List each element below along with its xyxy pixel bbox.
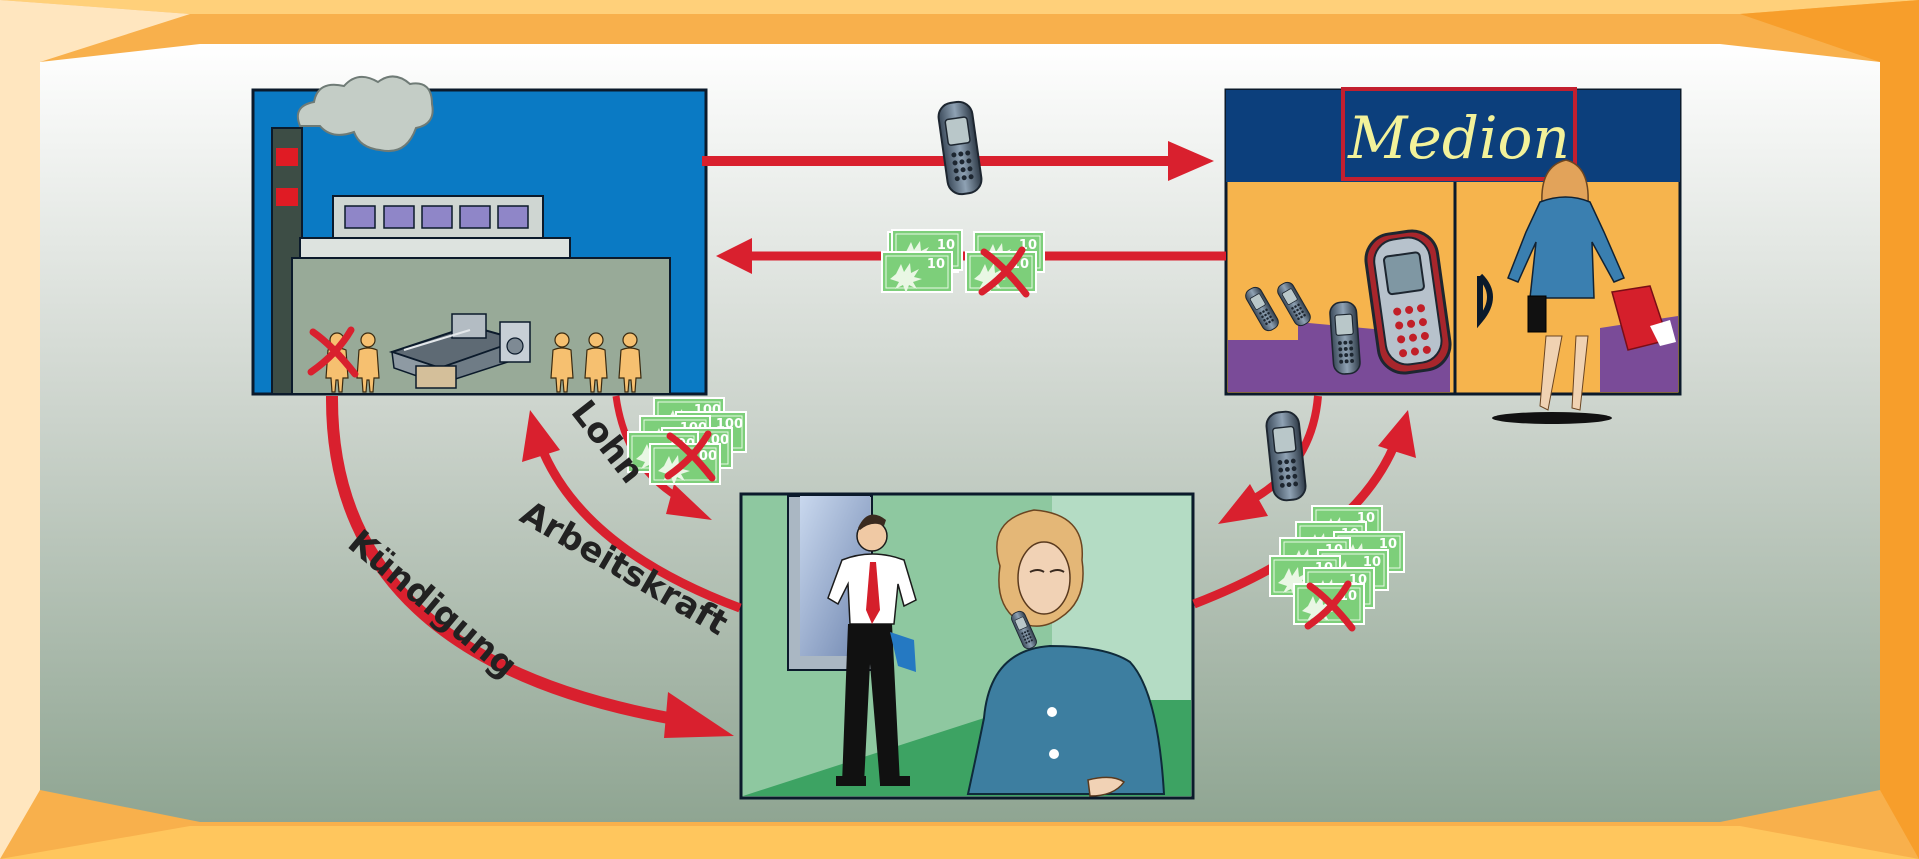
svg-text:10: 10 (1363, 555, 1381, 570)
dismissal-arrow (325, 395, 682, 726)
shop-sign: Medion (1347, 104, 1570, 172)
banknote-stack: 10 10 10 10 (881, 229, 1045, 294)
shopper-icon (1492, 159, 1676, 424)
shop-goods-arrow-head (1218, 484, 1268, 524)
banknote-icon: 10 (1333, 531, 1405, 574)
smoke-icon (296, 75, 434, 152)
factory (251, 75, 708, 396)
banknote-icon: 10 (881, 251, 953, 294)
woman-on-phone-icon (966, 509, 1166, 797)
household-payment-arrow-head (1378, 410, 1416, 458)
svg-text:10: 10 (1379, 537, 1397, 552)
dismissal-arrow-head (664, 692, 734, 738)
wage-arrow-head (666, 484, 712, 520)
svg-text:10: 10 (927, 257, 945, 272)
mobile-phone-icon (1364, 229, 1452, 375)
man-on-phone-icon (827, 514, 917, 786)
banknote-stack: 100 100 100 100 100 100 (627, 397, 747, 486)
household (739, 492, 1195, 800)
shop: Medion (1224, 87, 1682, 424)
machine-icon (388, 313, 531, 389)
mobile-phone-icon (1328, 300, 1362, 376)
labour-arrow-head (522, 410, 560, 462)
payment-arrow-head (716, 238, 752, 274)
banknote-icon: 10 (1317, 549, 1389, 592)
svg-text:10: 10 (937, 238, 955, 253)
goods-arrow-head (1168, 141, 1214, 181)
banknote-icon: 10 (891, 229, 963, 272)
labour-arrow (535, 442, 742, 613)
banknote-stack: 10 10 10 10 10 10 10 10 (1269, 505, 1405, 628)
